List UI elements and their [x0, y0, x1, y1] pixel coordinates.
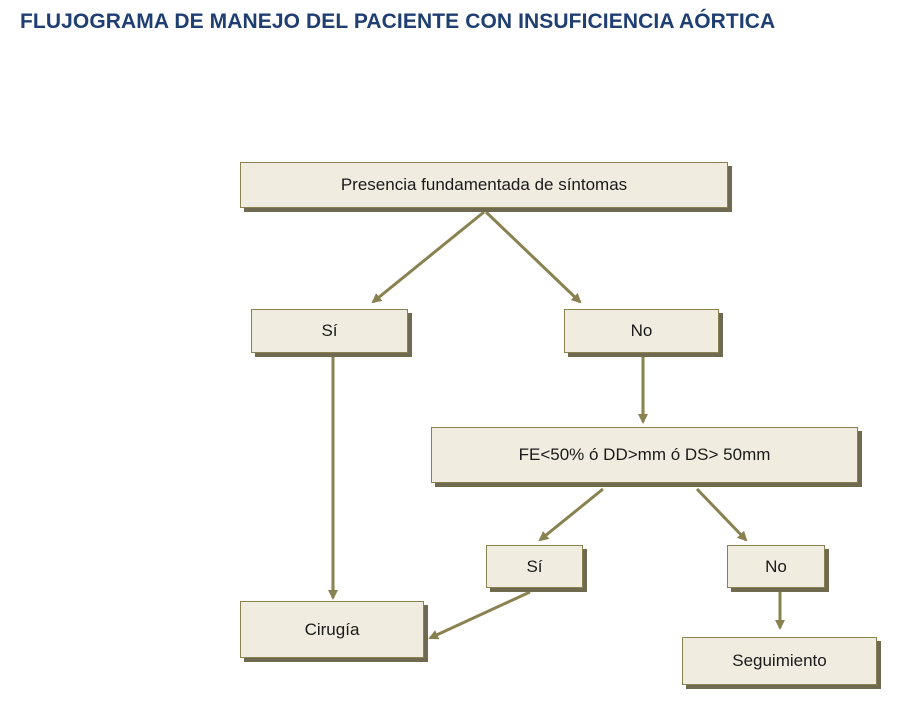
- node-no-2-label: No: [765, 556, 787, 576]
- node-no-1-label: No: [630, 321, 653, 340]
- node-yes-1: Sí: [251, 309, 408, 353]
- arrow-yes-to-surgery-2: [428, 590, 531, 640]
- node-yes-2: Sí: [486, 545, 583, 588]
- node-symptoms: Presencia fundamentada de síntomas: [240, 162, 728, 208]
- node-no-1: No: [564, 309, 719, 353]
- node-criteria-label: FE<50% ó DD>mm ó DS> 50mm: [518, 445, 771, 464]
- node-surgery: Cirugía: [240, 601, 424, 658]
- node-surgery-label: Cirugía: [304, 619, 360, 639]
- page-title: FLUJOGRAMA DE MANEJO DEL PACIENTE CON IN…: [20, 10, 776, 33]
- arrow-symptoms-to-yes: [371, 210, 485, 304]
- node-yes-1-label: Sí: [321, 321, 338, 340]
- arrow-criteria-to-yes: [538, 487, 604, 542]
- node-yes-2-label: Sí: [526, 556, 543, 576]
- node-followup-label: Seguimiento: [732, 651, 827, 670]
- node-followup: Seguimiento: [682, 637, 877, 685]
- arrow-symptoms-to-no: [484, 210, 582, 304]
- arrow-criteria-to-no: [695, 487, 748, 542]
- node-symptoms-label: Presencia fundamentada de síntomas: [340, 175, 628, 194]
- node-no-2: No: [727, 545, 825, 588]
- node-criteria: FE<50% ó DD>mm ó DS> 50mm: [431, 427, 858, 483]
